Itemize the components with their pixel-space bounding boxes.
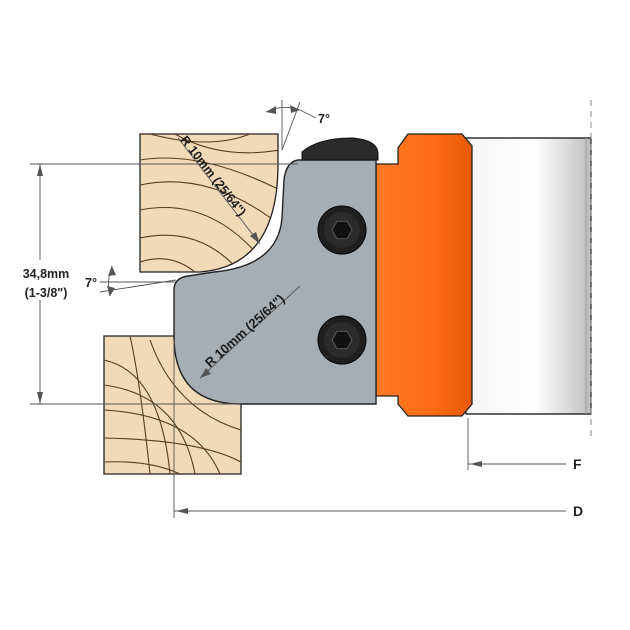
- bottom-wood-grain: [104, 336, 241, 474]
- spindle-shaft: [465, 100, 592, 440]
- hex-bolt-icon: [317, 315, 367, 365]
- cutter-body: [375, 133, 473, 417]
- clamp-wedge: [301, 137, 379, 161]
- height-inch-label: (1-3/8"): [25, 286, 68, 300]
- dimension-f: F: [467, 418, 582, 472]
- top-wood-block: [139, 133, 279, 273]
- dim-d-label: D: [573, 503, 583, 519]
- bottom-workpiece: [103, 335, 242, 475]
- hex-bolt-icon: [317, 205, 367, 255]
- left-angle-dimension: 7°: [85, 265, 177, 297]
- height-dimension: 34,8mm (1-3/8"): [23, 163, 298, 405]
- top-angle-label: 7°: [318, 112, 330, 126]
- dimension-d: D: [173, 340, 583, 519]
- height-mm-label: 34,8mm: [23, 267, 70, 281]
- top-angle-dimension: 7°: [265, 100, 330, 151]
- left-angle-label: 7°: [85, 276, 97, 290]
- top-wood-grain: [140, 134, 278, 272]
- top-workpiece: [139, 133, 279, 273]
- dim-f-label: F: [573, 456, 582, 472]
